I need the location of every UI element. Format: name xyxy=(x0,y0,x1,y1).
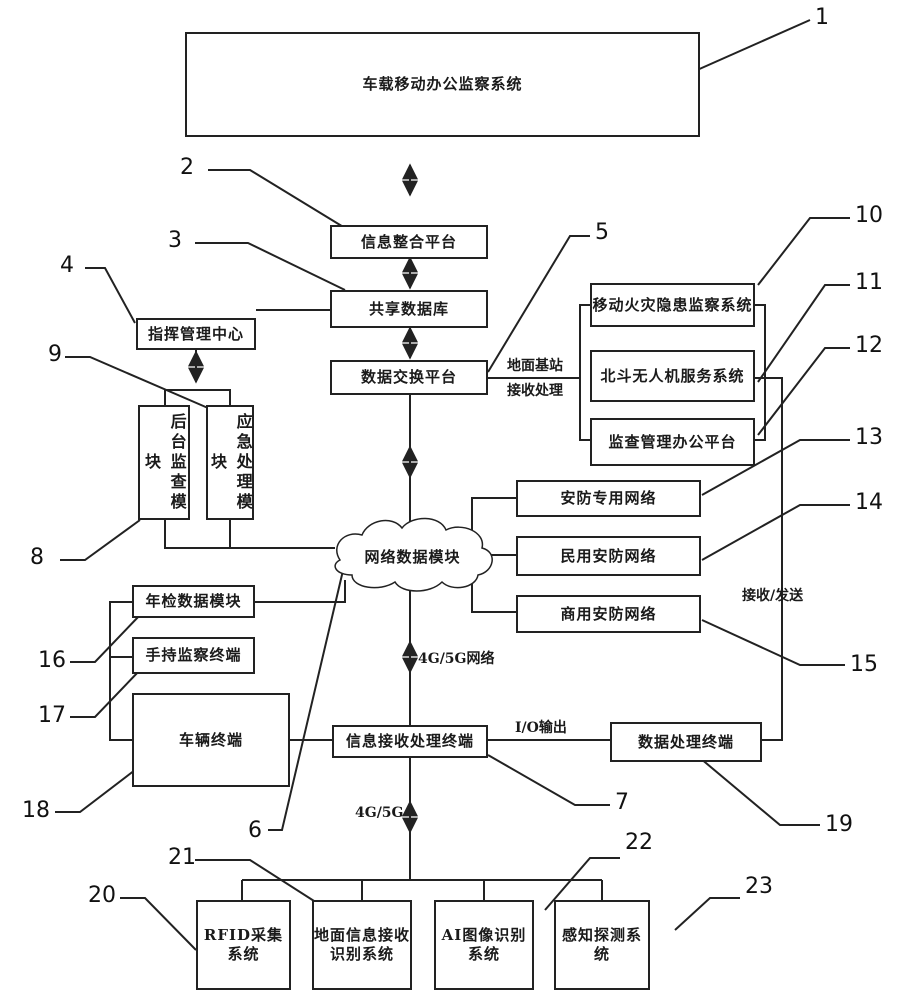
box-mobile-fire: 移动火灾隐患监察系统 xyxy=(590,283,755,327)
ref-number-11: 11 xyxy=(855,270,883,295)
box-beidou-drone: 北斗无人机服务系统 xyxy=(590,350,755,402)
box-sensing: 感知探测系统 xyxy=(554,900,650,990)
ref-number-13: 13 xyxy=(855,425,883,450)
ref-number-17: 17 xyxy=(38,703,66,728)
label-ground-station: 地面基站 xyxy=(507,358,563,374)
ref-number-12: 12 xyxy=(855,333,883,358)
ref-number-22: 22 xyxy=(625,830,653,855)
ref-number-4: 4 xyxy=(60,253,74,278)
box-data-process-terminal: 数据处理终端 xyxy=(610,722,762,762)
ref-number-1: 1 xyxy=(815,5,829,30)
box-info-receive-terminal: 信息接收处理终端 xyxy=(332,725,488,758)
label-io-output: I/O输出 xyxy=(515,720,567,736)
box-vehicle-terminal: 车辆终端 xyxy=(132,693,290,787)
box-vehicle-mobile-office: 车载移动办公监察系统 xyxy=(185,32,700,137)
ref-number-21: 21 xyxy=(168,845,196,870)
box-supervision-office: 监查管理办公平台 xyxy=(590,418,755,466)
ref-number-14: 14 xyxy=(855,490,883,515)
ref-number-10: 10 xyxy=(855,203,883,228)
box-security-network: 安防专用网络 xyxy=(516,480,701,517)
box-command-center: 指挥管理中心 xyxy=(136,318,256,350)
ref-number-19: 19 xyxy=(825,812,853,837)
box-emergency: 应急处理模块 xyxy=(206,405,254,520)
ref-number-20: 20 xyxy=(88,883,116,908)
box-rfid: RFID采集系统 xyxy=(196,900,291,990)
ref-number-15: 15 xyxy=(850,652,878,677)
box-info-integration: 信息整合平台 xyxy=(330,225,488,259)
box-civil-network: 民用安防网络 xyxy=(516,536,701,576)
label-4g5g: 4G/5G xyxy=(355,805,404,821)
box-annual-check: 年检数据模块 xyxy=(132,585,255,618)
box-backend-monitor: 后台监查模块 xyxy=(138,405,190,520)
ref-number-6: 6 xyxy=(248,818,262,843)
ref-number-18: 18 xyxy=(22,798,50,823)
box-handheld-terminal: 手持监察终端 xyxy=(132,637,255,674)
ref-number-23: 23 xyxy=(745,874,773,899)
box-ground-info: 地面信息接收识别系统 xyxy=(312,900,412,990)
ref-number-2: 2 xyxy=(180,155,194,180)
ref-number-16: 16 xyxy=(38,648,66,673)
ref-number-9: 9 xyxy=(48,342,62,367)
label-receive-process: 接收处理 xyxy=(507,383,563,399)
box-ai-image: AI图像识别系统 xyxy=(434,900,534,990)
label-receive-send: 接收/发送 xyxy=(742,588,804,604)
ref-number-3: 3 xyxy=(168,228,182,253)
box-commercial-network: 商用安防网络 xyxy=(516,595,701,633)
box-data-exchange: 数据交换平台 xyxy=(330,360,488,395)
box-shared-database: 共享数据库 xyxy=(330,290,488,328)
ref-number-7: 7 xyxy=(615,790,629,815)
ref-number-5: 5 xyxy=(595,220,609,245)
ref-number-8: 8 xyxy=(30,545,44,570)
box-network-data: 网络数据模块 xyxy=(364,548,461,567)
label-4g5g-network: 4G/5G网络 xyxy=(418,651,495,667)
